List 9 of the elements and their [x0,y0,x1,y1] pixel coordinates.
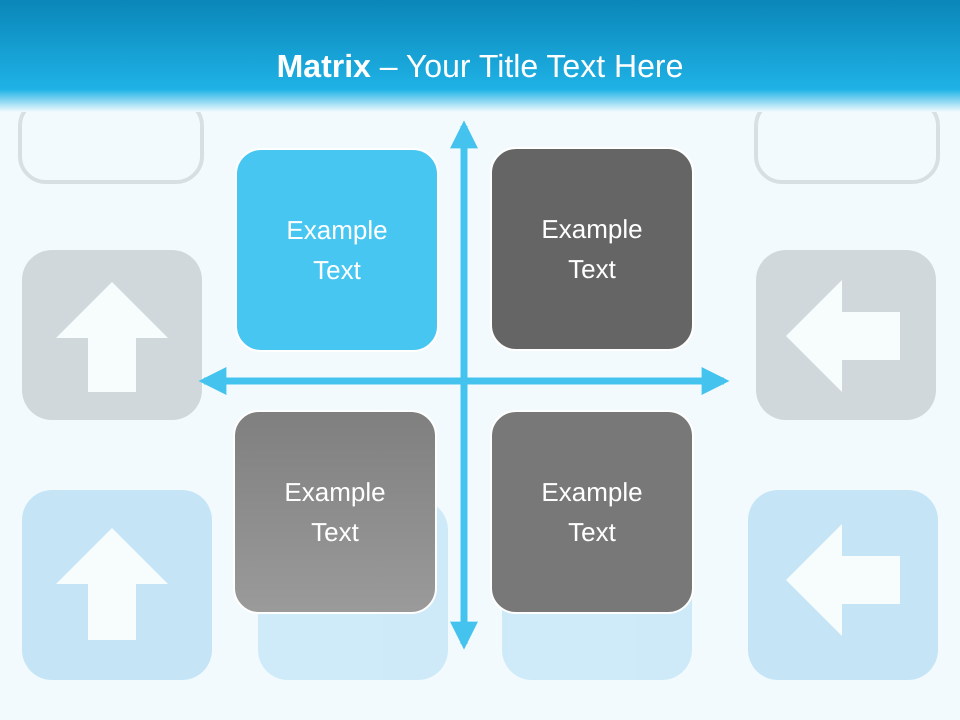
quadrant-text: Example Text [285,214,389,287]
slide-title: Matrix – Your Title Text Here [276,48,684,85]
quadrant-text: Example Text [283,476,387,549]
quadrant-box [490,147,694,351]
quadrant-box [235,148,439,352]
quadrant-text: Example Text [540,476,644,549]
quadrant-box [233,410,437,614]
quadrant-box [490,410,694,614]
quadrant-text: Example Text [540,213,644,286]
